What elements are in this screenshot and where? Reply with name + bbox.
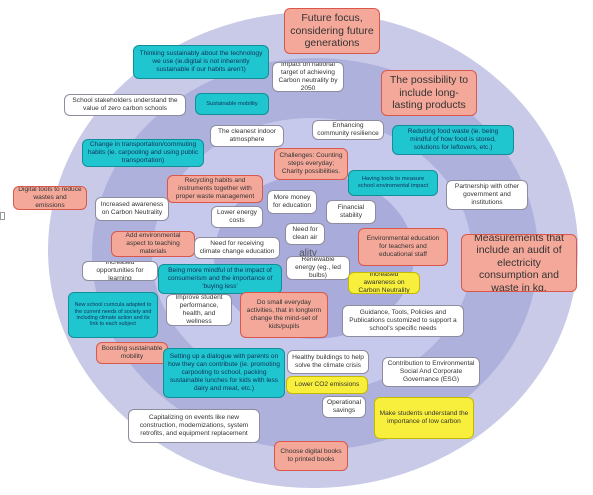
note-change-transportation[interactable]: Change in transportation/commuting habit…	[82, 139, 204, 167]
note-reducing-food-waste[interactable]: Reducing food waste (ie. being mindful o…	[392, 125, 514, 155]
note-community-resilience[interactable]: Enhancing community resilience	[312, 120, 384, 140]
note-dialogue-parents[interactable]: Setting up a dialogue with parents on ho…	[163, 348, 285, 398]
note-digital-books[interactable]: Choose digital books to printed books	[274, 441, 348, 471]
note-thinking-sustainably[interactable]: Thinking sustainably about the technolog…	[133, 45, 269, 79]
note-lower-co2[interactable]: Lower CO2 emissions	[286, 376, 368, 394]
note-guidance-tools[interactable]: Guidance, Tools, Policies and Publicatio…	[342, 305, 464, 337]
note-cleanest-indoor[interactable]: The cleanest indoor atmosphere	[210, 125, 284, 147]
note-need-receiving[interactable]: Need for receiving climate change educat…	[194, 237, 280, 259]
note-improve-student[interactable]: Improve student performance, health, and…	[166, 294, 232, 326]
note-do-small[interactable]: Do small everyday activities, that in lo…	[240, 292, 328, 338]
note-recycling-habits[interactable]: Recycling habits and instruments togethe…	[167, 175, 263, 203]
note-school-stakeholders[interactable]: School stakeholders understand the value…	[64, 94, 186, 116]
note-operational-savings[interactable]: Operational savings	[322, 396, 366, 418]
note-digital-tools[interactable]: Digital tools to reduce wastes and emiss…	[13, 186, 87, 210]
note-increased-opportunities[interactable]: Increased opportunities for learning	[82, 261, 158, 281]
note-tools-measure[interactable]: Having tools to measure school enviromen…	[348, 170, 438, 196]
note-sustainable-mobility[interactable]: Sustainable mobility	[195, 93, 269, 115]
edge-handle	[0, 212, 5, 220]
note-healthy-buildings[interactable]: Healthy buildings to help solve the clim…	[287, 350, 369, 374]
note-increased-awareness[interactable]: Increased awareness on Carbon Neutrality	[95, 197, 169, 221]
note-increased-awareness-yellow[interactable]: Increased awareness on Carbon Neutrality	[348, 272, 420, 294]
note-capitalizing[interactable]: Capitalizing on events like new construc…	[128, 409, 260, 443]
note-partnership[interactable]: Partnership with other government and in…	[446, 180, 528, 210]
note-impact-national[interactable]: Impact on national target of achieving C…	[272, 62, 344, 92]
note-more-money[interactable]: More money for education	[267, 190, 317, 214]
note-environmental-education[interactable]: Environmental education for teachers and…	[358, 228, 448, 266]
note-long-lasting[interactable]: The possibility to include long-lasting …	[381, 70, 477, 116]
note-need-clean-air[interactable]: Need for clean air	[285, 223, 325, 245]
note-contribution-esg[interactable]: Contribution to Environmental Social And…	[382, 357, 480, 387]
note-lower-energy[interactable]: Lower energy costs	[211, 206, 263, 228]
note-more-mindful[interactable]: Being more mindful of the impact of cons…	[158, 264, 282, 294]
note-measurements[interactable]: Measurements that include an audit of el…	[461, 234, 577, 292]
note-boosting-mobility[interactable]: Boosting sustainable mobility	[96, 342, 168, 364]
note-future-focus[interactable]: Future focus, considering future generat…	[284, 8, 380, 54]
note-make-students[interactable]: Make students understand the importance …	[374, 397, 474, 439]
note-add-environmental[interactable]: Add environmental aspect to teaching mat…	[111, 231, 195, 257]
center-label: ality	[299, 248, 317, 259]
note-renewable-energy[interactable]: Renewable energy (eg., led bulbs)	[286, 256, 350, 280]
note-new-curricula[interactable]: New school curricula adapted to the curr…	[68, 292, 158, 338]
note-challenges[interactable]: Challenges: Counting steps everyday; Cha…	[274, 148, 348, 180]
note-financial-stability[interactable]: Financial stability	[326, 200, 376, 224]
